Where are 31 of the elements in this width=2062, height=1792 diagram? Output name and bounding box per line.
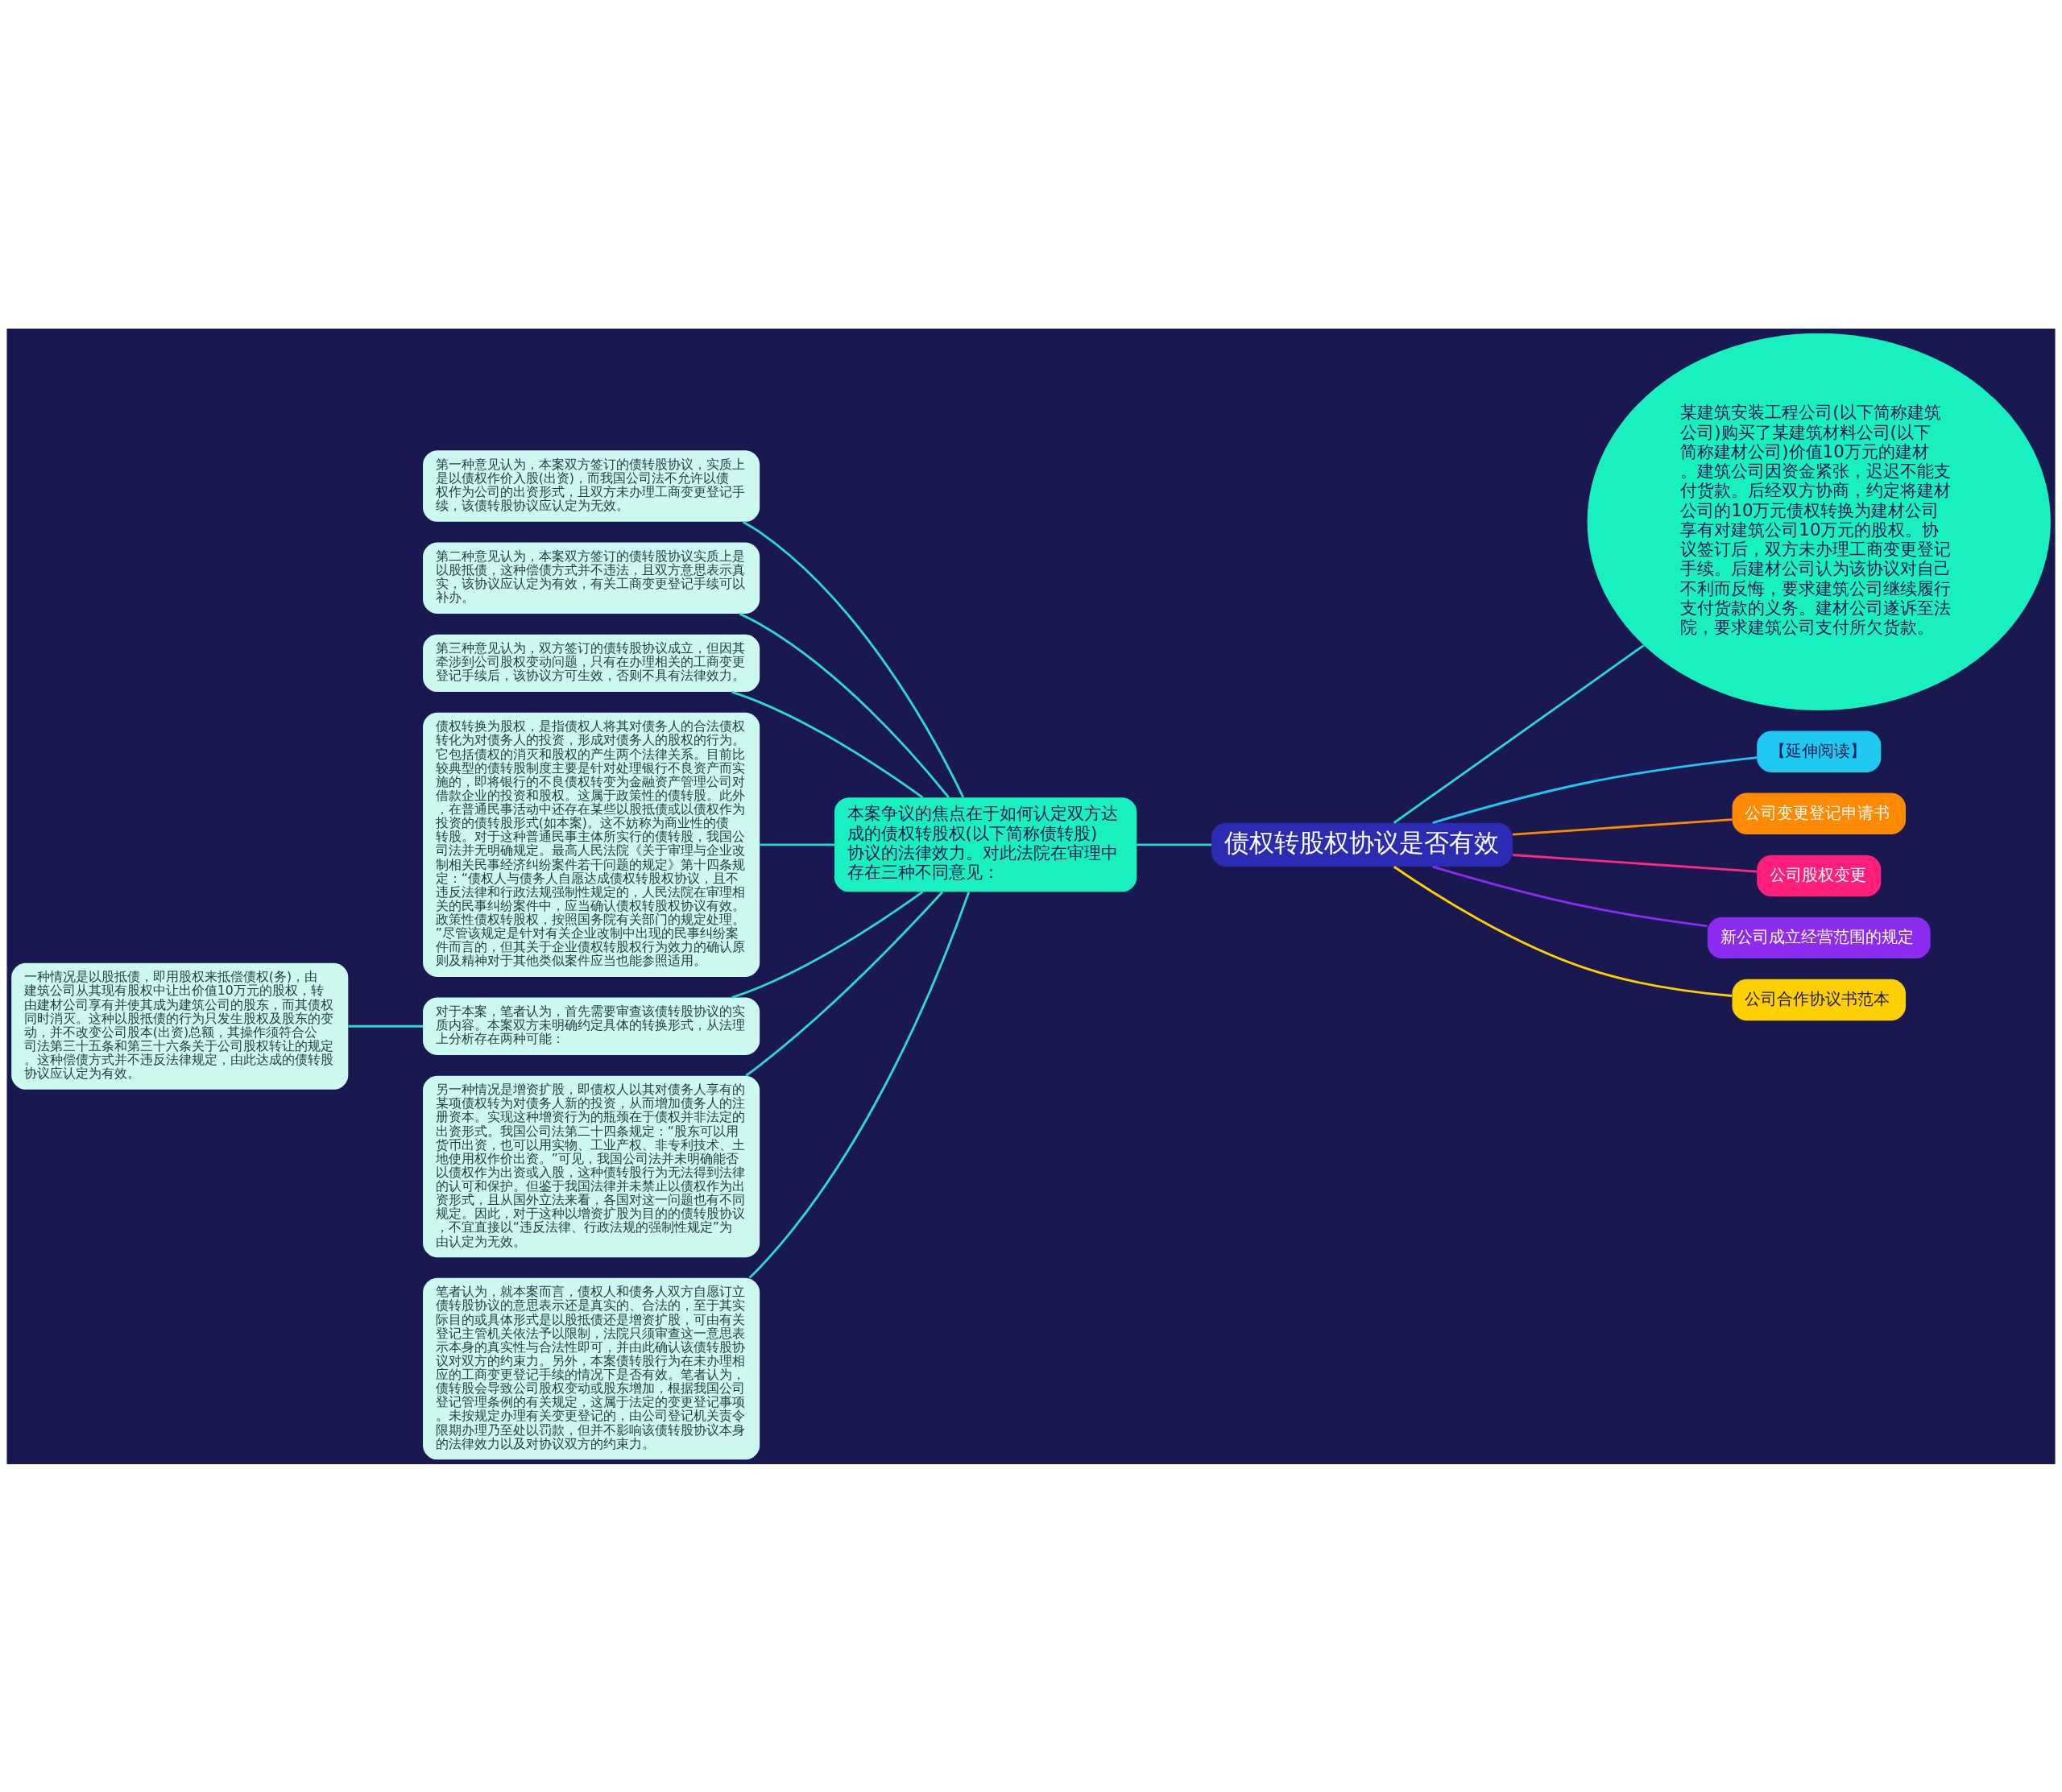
node-ellipse: 某建筑安装工程公司(以下简称建筑公司)购买了某建筑材料公司(以下简称建材公司)价值10万元的建材。建筑公司因资金紧张，迟迟不能支付货款。后经双方协商，约定将建材公司的10万元债权转换为建材公司享有对建筑公司10万元的股权。协议签订后，双方未办理工商变更登记手续。后建材公司认为该协议对自己不利而反悔，要求建筑公司继续履行支付货款的义务。建材公司遂诉至法院，要求建筑公司支付所欠货款。 [1587, 333, 2051, 710]
connector [745, 890, 944, 1077]
node-box: 第三种意见认为，双方签订的债转股协议成立，但因其牵涉到公司股权变动问题，只有在办理相关的工商变更登记手续后，该协议方可生效，否则不具有法律效力。 [423, 634, 760, 692]
connector [1393, 644, 1645, 824]
connector [1393, 865, 1733, 997]
connector [742, 520, 965, 797]
node-box: 一种情况是以股抵债，即用股权来抵偿债权(务)，由建筑公司从其现有股权中让出价值10万元的股权，转由建材公司享有并使其成为建筑公司的股东，而其债权同时消灭。这种以股抵债的行为只发生股权及股东的变动，并不改变公司股本(出资)总额，其操作须符合公司法第三十五条和第三十六条关于公司股权转让的规定。这种偿债方式并不违反法律规定，由此达成的债转股协议应认定为有效。 [11, 962, 349, 1090]
node-box: 公司合作协议书范本 [1732, 979, 1906, 1020]
node-box: 笔者认为，就本案而言，债权人和债务人双方自愿订立债转股协议的意思表示还是真实的、合法的，至于其实际目的或具体形式是以股抵债还是增资扩股，可由有关登记主管机关依法予以限制，法院只须审查这一意思表示本身的真实性与合法性即可，并由此确认该债转股协议对双方的约束力。另外，本案债转股行为在未办理相应的工商变更登记手续的情况下是否有效。笔者认为，债转股会导致公司股权变动或股东增加，根据我国公司登记管理条例的有关规定，这属于法定的变更登记事项。未按规定办理有关变更登记的，由公司登记机关责令限期办理乃至处以罚款，但并不影响该债转股协议本身的法律效力以及对协议双方的约束力。 [423, 1277, 760, 1459]
connector [1432, 755, 1758, 824]
connector [348, 1024, 424, 1028]
connector [1512, 853, 1758, 873]
node-box: 第一种意见认为，本案双方签订的债转股协议，实质上是以债权作价入股(出资)，而我国公司法不允许以债权作为公司的出资形式，且双方未办理工商变更登记手续，该债转股协议应认定为无效。 [423, 449, 760, 522]
node-box: 【延伸阅读】 [1757, 730, 1882, 772]
node-box: 另一种情况是增资扩股，即债权人以其对债务人享有的某项债权转为对债务人新的投资，从而增加债务人的注册资本。实现这种增资行为的瓶颈在于债权并非法定的出资形式。我国公司法第二十四条规定：“股东可以用货币出资，也可以用实物、工业产权、非专利技术、土地使用权作价出资。”可见，我国公司法并未明确能否以债权作为出资或入股，这种债转股行为无法得到法律的认可和保护。但鉴于我国法律并未禁止以债权作为出资形式，且从国外立法来看，各国对这一问题也有不同规定。因此，对于这种以增资扩股为目的的债转股协议，不宜直接以“违反法律、行政法规的强制性规定”为由认定为无效。 [423, 1075, 760, 1257]
node-box: 对于本案，笔者认为，首先需要审查该债转股协议的实质内容。本案双方未明确约定具体的转换形式，从法理上分析存在两种可能： [423, 997, 760, 1055]
connector [748, 891, 971, 1279]
connector [739, 612, 950, 798]
node-box: 公司股权变更 [1757, 855, 1882, 896]
node-box: 债权转换为股权，是指债权人将其对债务人的合法债权转化为对债务人的投资，形成对债务人的股权的行为。它包括债权的消灭和股权的产生两个法律关系。目前比较典型的债转股制度主要是针对处理银行不良资产而实施的，即将银行的不良债权转变为金融资产管理公司对借款企业的投资和股权。这属于政策性的债转股。此外，在普通民事活动中还存在某些以股抵债或以债权作为投资的债转股形式(如本案)。这不妨称为商业性的债转股。对于这种普通民事主体所实行的债转股，我国公司法并无明确规定。最高人民法院《关于审理与企业改制相关民事经济纠纷案件若干问题的规定》第十四条规定：“债权人与债务人自愿达成债权转股权协议，且不违反法律和行政法规强制性规定的，人民法院在审理相关的民事纠纷案件中，应当确认债权转股权协议有效。政策性债权转股权，按照国务院有关部门的规定处理。”尽管该规定是针对有关企业改制中出现的民事纠纷案件而言的，但其关于企业债权转股权行为效力的确认原则及精神对于其他类似案件应当也能参照适用。 [423, 712, 760, 977]
node-box: 本案争议的焦点在于如何认定双方达成的债权转股权(以下简称债转股)协议的法律效力。对此法院在审理中存在三种不同意见： [834, 797, 1137, 892]
connector [760, 842, 834, 846]
connector [1432, 865, 1708, 927]
node-box: 新公司成立经营范围的规定 [1707, 917, 1931, 958]
node-box: 第二种意见认为，本案双方签订的债转股协议实质上是以股抵债，这种偿债方式并不违法，且双方意思表示真实，该协议应认定为有效，有关工商变更登记手续可以补办。 [423, 542, 760, 614]
connector [731, 890, 924, 999]
connector [1512, 817, 1733, 836]
node-box: 债权转股权协议是否有效 [1211, 822, 1513, 867]
connector [1137, 842, 1211, 846]
connector [731, 690, 924, 798]
node-box: 公司变更登记申请书 [1732, 793, 1906, 834]
